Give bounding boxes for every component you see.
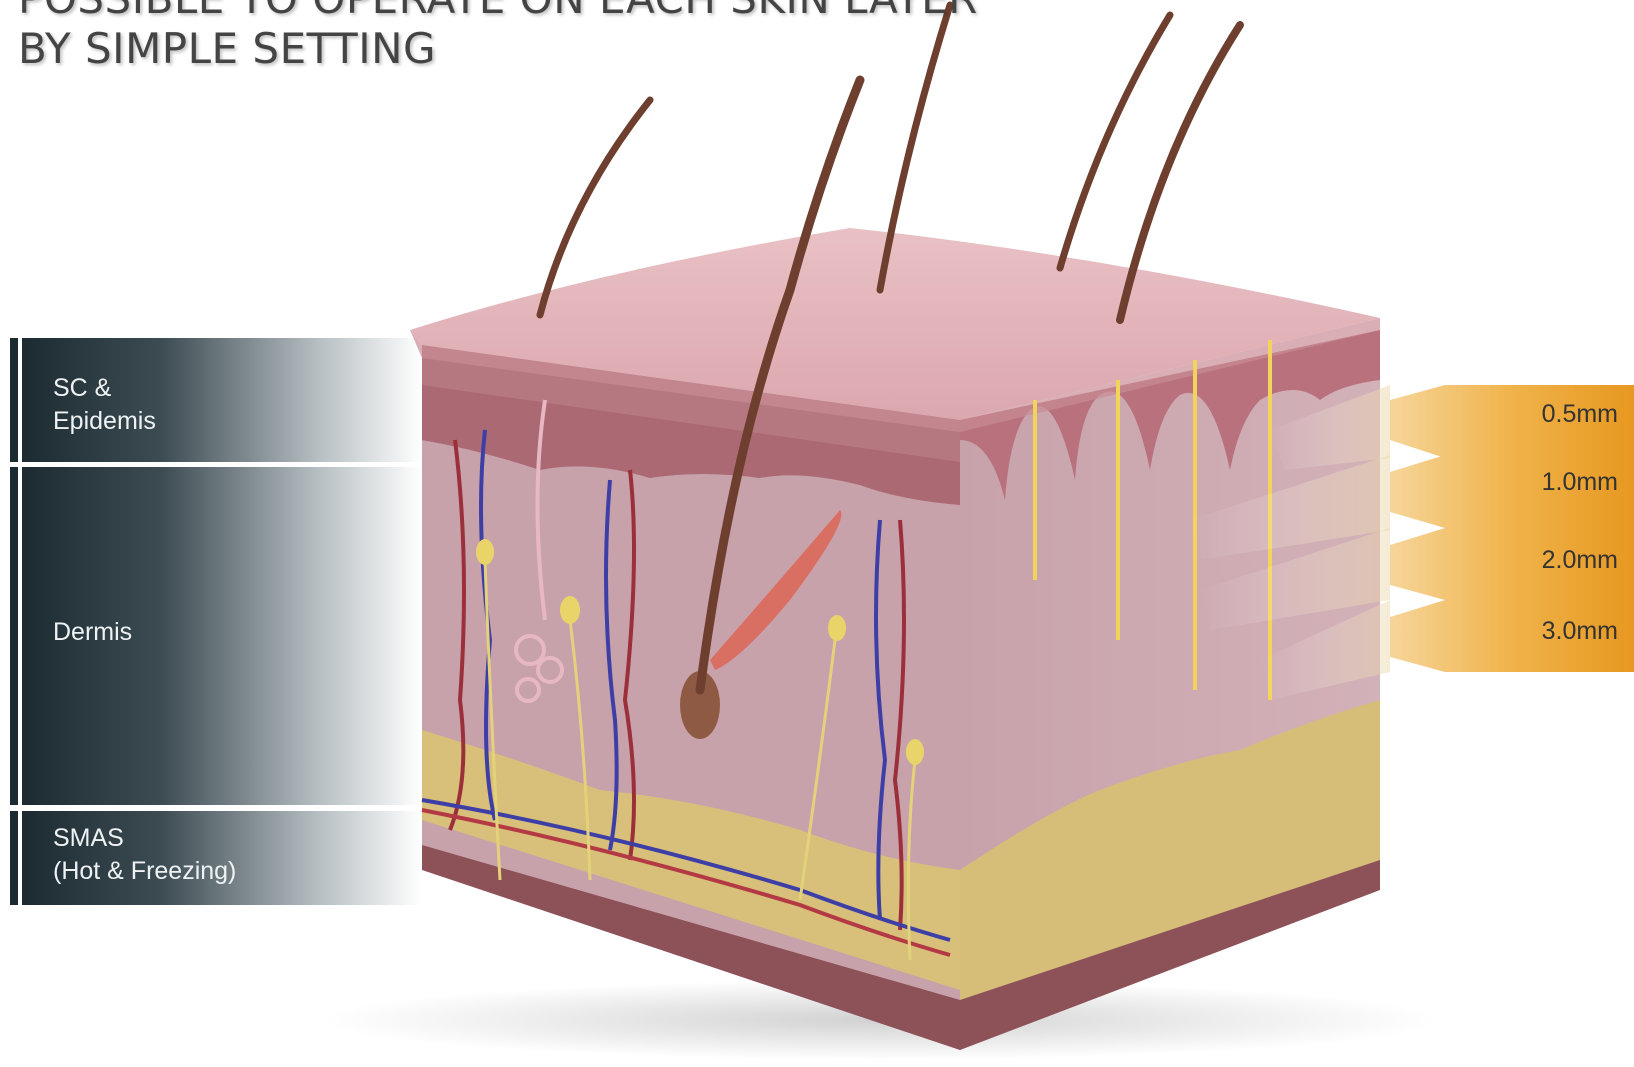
title-line-1: POSSIBLE TO OPERATE ON EACH SKIN LAYER (18, 0, 978, 23)
depth-label-1-0: 1.0mm (1468, 468, 1618, 497)
depth-label-0-5: 0.5mm (1468, 400, 1618, 429)
depth-label-2-0: 2.0mm (1468, 546, 1618, 575)
depth-label-3-0: 3.0mm (1468, 617, 1618, 646)
layer-label-epidermis: SC & Epidemis (53, 372, 156, 438)
layer-label-dermis: Dermis (53, 616, 132, 649)
title-line-2: BY SIMPLE SETTING (18, 24, 436, 73)
layer-label-smas: SMAS (Hot & Freezing) (53, 822, 236, 888)
